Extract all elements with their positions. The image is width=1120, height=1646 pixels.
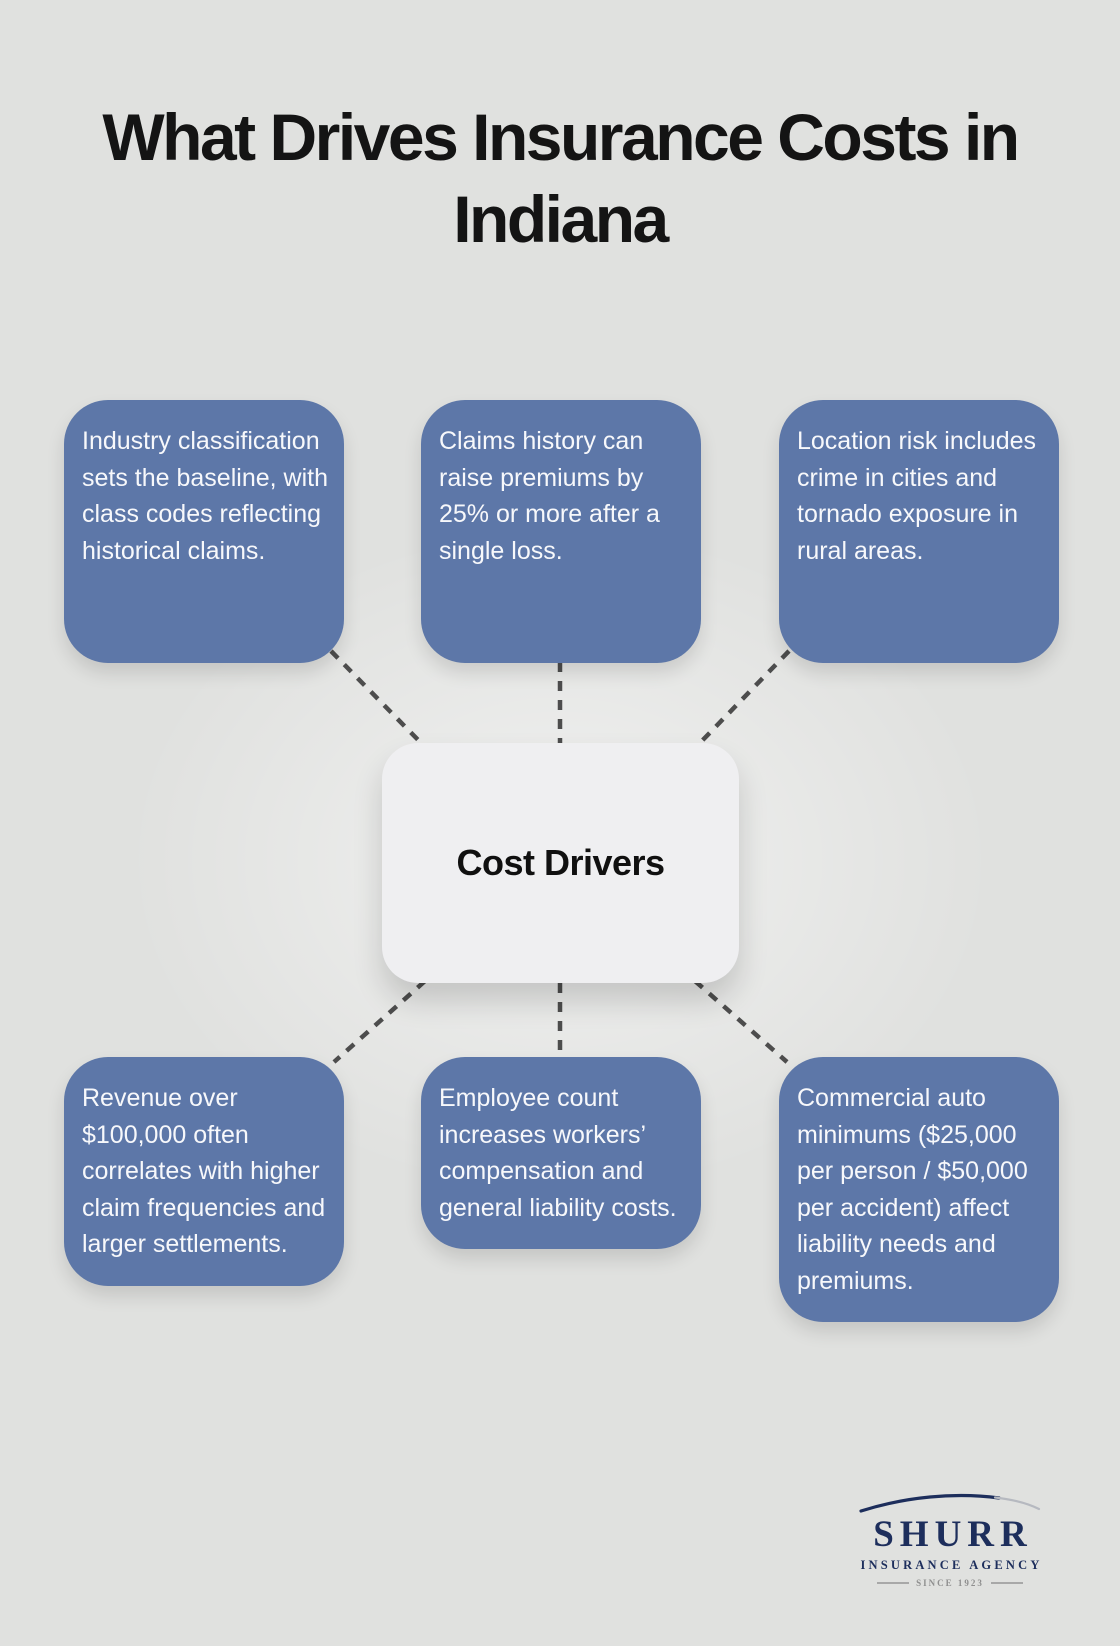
logo: SHURR INSURANCE AGENCY SINCE 1923	[852, 1490, 1048, 1588]
node-text: Commercial auto minimums ($25,000 per pe…	[797, 1084, 1028, 1295]
logo-name: SHURR	[873, 1514, 1033, 1555]
node-employee-count: Employee count increases workers’ compen…	[421, 1057, 701, 1249]
center-node-label: Cost Drivers	[456, 842, 665, 883]
connector-bottom-right	[693, 979, 789, 1064]
node-commercial-auto: Commercial auto minimums ($25,000 per pe…	[779, 1057, 1059, 1322]
page-title: What Drives Insurance Costs in Indiana	[102, 100, 1020, 256]
node-text: Location risk includes crime in cities a…	[797, 427, 1037, 565]
node-industry-classification: Industry classification sets the baselin…	[64, 400, 344, 663]
node-text: Claims history can raise premiums by 25%…	[439, 427, 660, 565]
center-node: Cost Drivers	[382, 743, 739, 983]
connector-top-left	[329, 649, 427, 749]
node-claims-history: Claims history can raise premiums by 25%…	[421, 400, 701, 663]
logo-tagline-row: SINCE 1923	[852, 1578, 1048, 1588]
node-text: Revenue over $100,000 often correlates w…	[82, 1084, 326, 1258]
logo-tagline: SINCE 1923	[916, 1577, 984, 1588]
logo-swoosh-icon	[859, 1493, 1041, 1513]
tagline-rule-left	[877, 1582, 910, 1584]
logo-subtitle: INSURANCE AGENCY	[860, 1557, 1043, 1572]
node-text: Industry classification sets the baselin…	[82, 427, 328, 565]
connector-bottom-left	[332, 979, 427, 1064]
node-text: Employee count increases workers’ compen…	[439, 1084, 677, 1222]
tagline-rule-right	[990, 1582, 1023, 1584]
connector-top-right	[694, 649, 791, 749]
node-revenue: Revenue over $100,000 often correlates w…	[64, 1057, 344, 1286]
node-location-risk: Location risk includes crime in cities a…	[779, 400, 1059, 663]
